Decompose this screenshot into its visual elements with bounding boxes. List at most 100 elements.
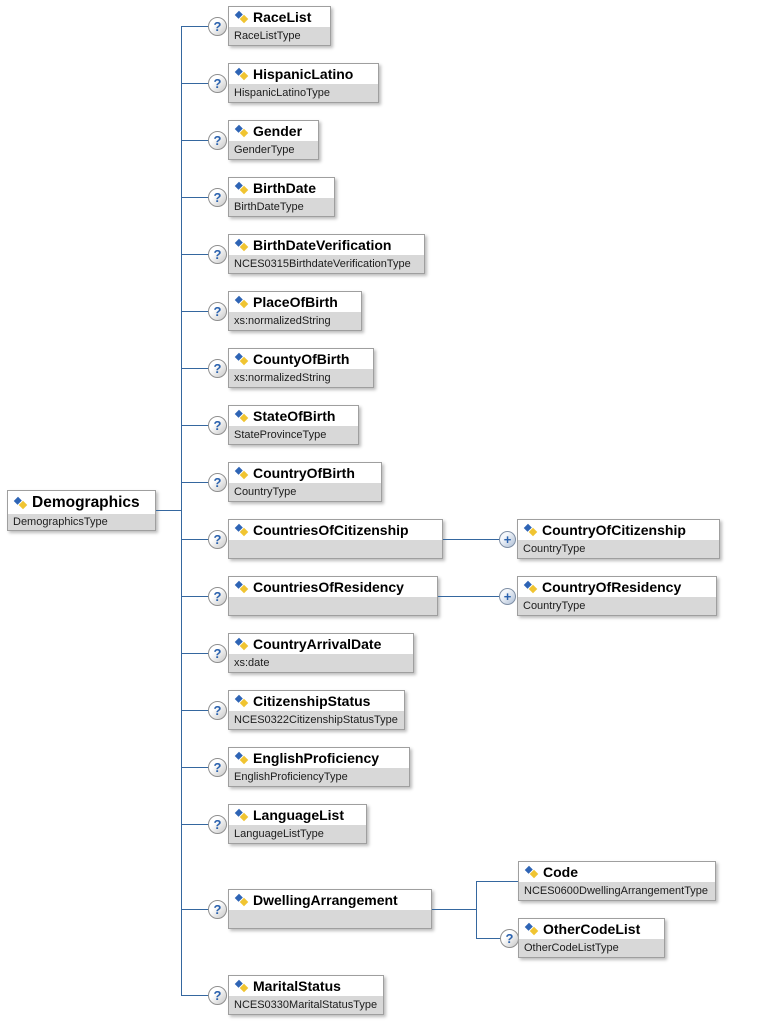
connector-line xyxy=(181,26,209,27)
element-name: StateOfBirth xyxy=(253,408,336,424)
optional-indicator: ? xyxy=(208,74,227,93)
element-name: Gender xyxy=(253,123,303,139)
element-node-racelist[interactable]: RaceList RaceListType xyxy=(228,6,331,46)
element-icon xyxy=(235,125,248,137)
element-type: GenderType xyxy=(229,141,318,159)
element-icon xyxy=(235,410,248,422)
element-icon xyxy=(525,923,538,935)
element-node-stateofbirth[interactable]: StateOfBirth StateProvinceType xyxy=(228,405,359,445)
optional-indicator: ? xyxy=(208,302,227,321)
connector-line xyxy=(156,510,181,511)
element-type: NCES0315BirthdateVerificationType xyxy=(229,255,424,273)
element-icon xyxy=(235,68,248,80)
element-name: BirthDateVerification xyxy=(253,237,392,253)
optional-indicator: ? xyxy=(208,644,227,663)
element-name: Demographics xyxy=(32,493,140,511)
element-type: CountryType xyxy=(518,597,716,615)
element-type: xs:normalizedString xyxy=(229,369,373,387)
connector-line xyxy=(181,909,209,910)
element-icon xyxy=(235,581,248,593)
element-icon xyxy=(235,296,248,308)
element-node-code[interactable]: Code NCES0600DwellingArrangementType xyxy=(518,861,716,901)
connector-line xyxy=(181,482,209,483)
optional-indicator: ? xyxy=(208,530,227,549)
element-name: DwellingArrangement xyxy=(253,892,398,908)
element-name: CountryOfBirth xyxy=(253,465,355,481)
element-node-demographics[interactable]: Demographics DemographicsType xyxy=(7,490,156,531)
element-icon xyxy=(235,695,248,707)
connector-line xyxy=(181,995,209,996)
connector-line xyxy=(181,425,209,426)
element-name: LanguageList xyxy=(253,807,345,823)
element-node-maritalstatus[interactable]: MaritalStatus NCES0330MaritalStatusType xyxy=(228,975,384,1015)
element-type: StateProvinceType xyxy=(229,426,358,444)
element-icon xyxy=(235,239,248,251)
element-node-birthdateverification[interactable]: BirthDateVerification NCES0315BirthdateV… xyxy=(228,234,425,274)
element-type: HispanicLatinoType xyxy=(229,84,378,102)
connector-line xyxy=(181,368,209,369)
optional-indicator: ? xyxy=(208,701,227,720)
connector-line xyxy=(181,596,209,597)
element-icon xyxy=(235,11,248,23)
element-name: BirthDate xyxy=(253,180,317,196)
element-name: PlaceOfBirth xyxy=(253,294,338,310)
element-node-placeofbirth[interactable]: PlaceOfBirth xs:normalizedString xyxy=(228,291,362,331)
optional-indicator: ? xyxy=(208,986,227,1005)
element-name: CountryOfCitizenship xyxy=(542,522,686,538)
element-name: CountyOfBirth xyxy=(253,351,350,367)
optional-indicator: ? xyxy=(208,17,227,36)
expand-indicator[interactable]: + xyxy=(499,588,516,605)
element-icon xyxy=(235,638,248,650)
element-node-countryofbirth[interactable]: CountryOfBirth CountryType xyxy=(228,462,382,502)
connector-line xyxy=(181,254,209,255)
optional-indicator: ? xyxy=(208,416,227,435)
connector-line xyxy=(181,767,209,768)
optional-indicator: ? xyxy=(500,929,519,948)
element-name: RaceList xyxy=(253,9,312,25)
element-node-hispaniclatino[interactable]: HispanicLatino HispanicLatinoType xyxy=(228,63,379,103)
element-node-countryarrivaldate[interactable]: CountryArrivalDate xs:date xyxy=(228,633,414,673)
element-name: CountriesOfResidency xyxy=(253,579,404,595)
element-name: Code xyxy=(543,864,578,880)
element-type: CountryType xyxy=(229,483,381,501)
connector-line xyxy=(432,909,476,910)
element-name: HispanicLatino xyxy=(253,66,354,82)
optional-indicator: ? xyxy=(208,900,227,919)
connector-line xyxy=(476,881,518,882)
element-type xyxy=(229,540,442,558)
connector-trunk xyxy=(181,26,182,996)
element-node-citizenshipstatus[interactable]: CitizenshipStatus NCES0322CitizenshipSta… xyxy=(228,690,405,730)
element-node-countriesofresidency[interactable]: CountriesOfResidency xyxy=(228,576,438,616)
element-icon xyxy=(14,497,27,509)
element-type: NCES0322CitizenshipStatusType xyxy=(229,711,404,729)
connector-line xyxy=(181,824,209,825)
element-node-countryofresidency[interactable]: CountryOfResidency CountryType xyxy=(517,576,717,616)
connector-line xyxy=(181,197,209,198)
expand-indicator[interactable]: + xyxy=(499,531,516,548)
element-icon xyxy=(235,467,248,479)
element-type: DemographicsType xyxy=(8,514,155,530)
element-node-othercodelist[interactable]: OtherCodeList OtherCodeListType xyxy=(518,918,665,958)
element-icon xyxy=(525,866,538,878)
element-name: OtherCodeList xyxy=(543,921,641,937)
element-type: xs:date xyxy=(229,654,413,672)
element-node-countriesofcitizenship[interactable]: CountriesOfCitizenship xyxy=(228,519,443,559)
element-name: CountriesOfCitizenship xyxy=(253,522,409,538)
element-node-languagelist[interactable]: LanguageList LanguageListType xyxy=(228,804,367,844)
connector-line xyxy=(438,596,499,597)
element-node-englishproficiency[interactable]: EnglishProficiency EnglishProficiencyTyp… xyxy=(228,747,410,787)
element-node-birthdate[interactable]: BirthDate BirthDateType xyxy=(228,177,335,217)
connector-line xyxy=(181,311,209,312)
element-icon xyxy=(524,524,537,536)
element-type: OtherCodeListType xyxy=(519,939,664,957)
element-node-gender[interactable]: Gender GenderType xyxy=(228,120,319,160)
optional-indicator: ? xyxy=(208,131,227,150)
element-type xyxy=(229,910,431,928)
element-name: EnglishProficiency xyxy=(253,750,380,766)
element-node-dwellingarrangement[interactable]: DwellingArrangement xyxy=(228,889,432,929)
element-node-countryofcitizenship[interactable]: CountryOfCitizenship CountryType xyxy=(517,519,720,559)
element-node-countyofbirth[interactable]: CountyOfBirth xs:normalizedString xyxy=(228,348,374,388)
element-type: CountryType xyxy=(518,540,719,558)
element-icon xyxy=(235,980,248,992)
